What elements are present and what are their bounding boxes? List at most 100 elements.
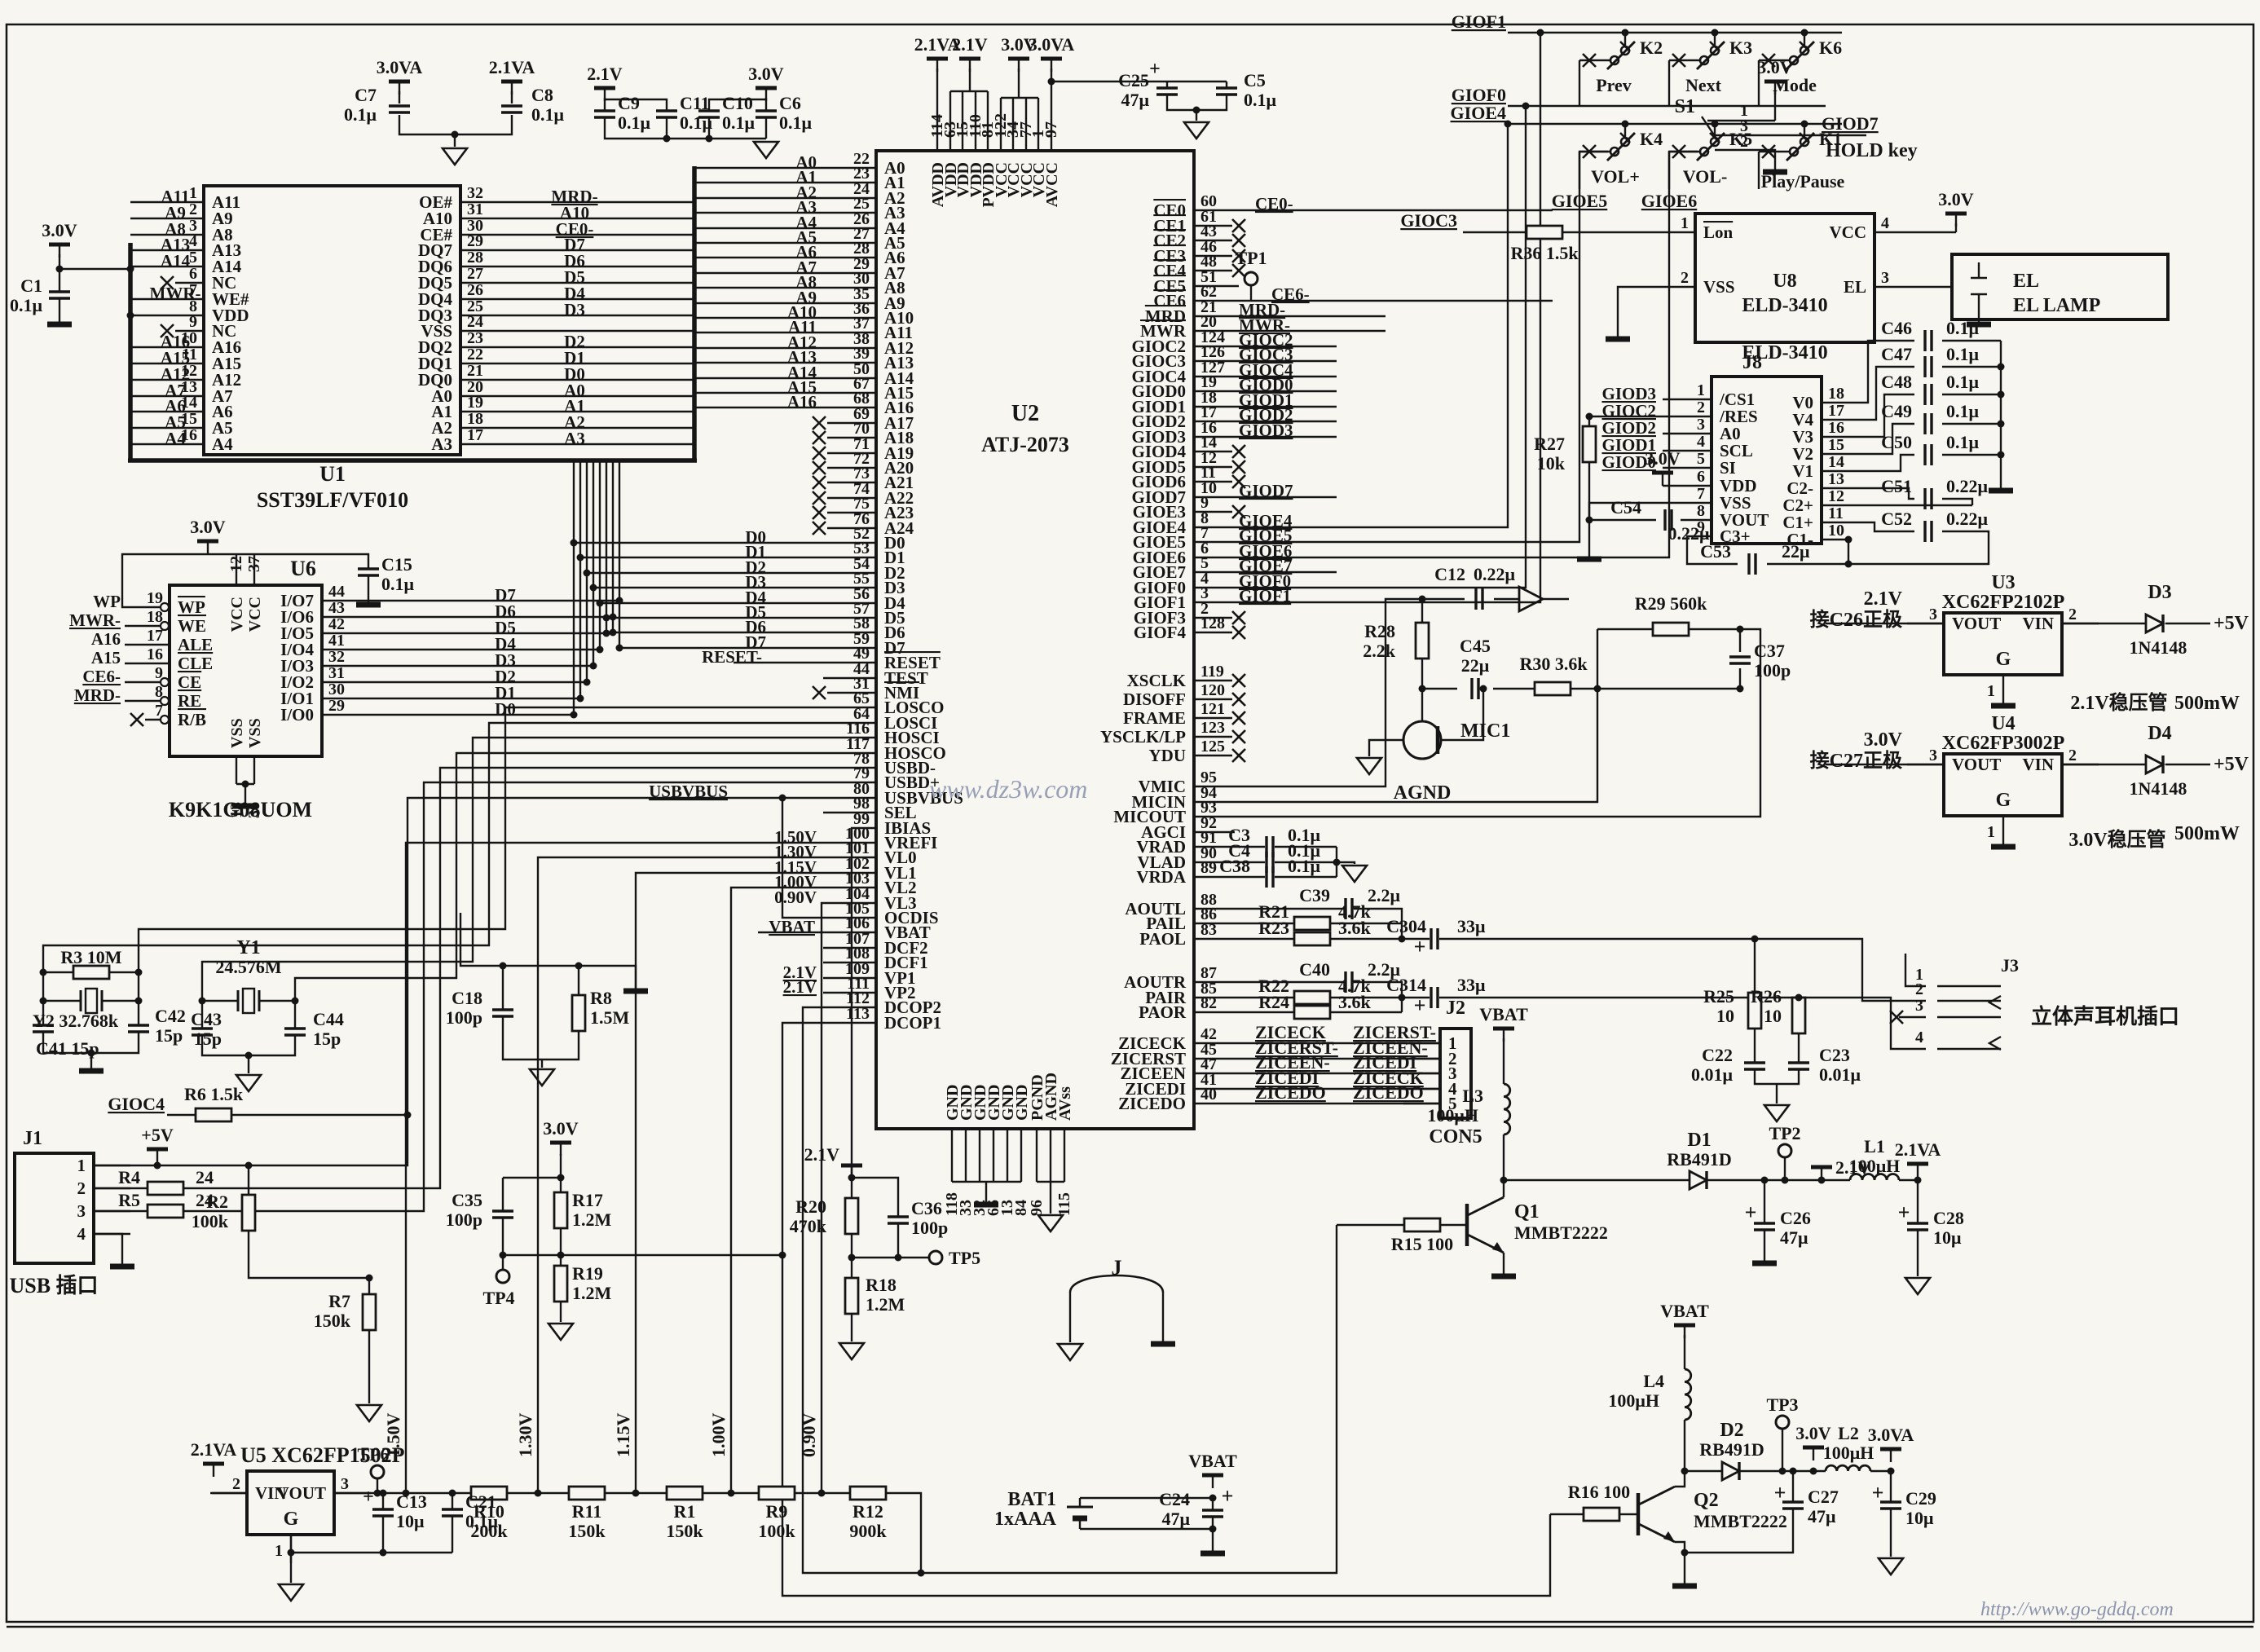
power-flag-2.1VA: 2.1VA xyxy=(191,1439,236,1477)
diode-D3 xyxy=(2144,612,2166,635)
capacitor-C54 xyxy=(1663,509,1673,531)
svg-text:LOSCO: LOSCO xyxy=(884,698,945,717)
svg-text:3: 3 xyxy=(341,1475,349,1493)
ground-triangle-icon xyxy=(527,1068,557,1088)
svg-text:CON5: CON5 xyxy=(1429,1126,1482,1148)
svg-text:VIN: VIN xyxy=(2022,755,2054,774)
svg-text:A16: A16 xyxy=(91,629,121,649)
svg-text:VBAT: VBAT xyxy=(769,917,815,936)
svg-text:10: 10 xyxy=(1716,1006,1734,1026)
svg-text:VDD: VDD xyxy=(942,162,960,197)
svg-text:GIOF3: GIOF3 xyxy=(1134,608,1186,628)
svg-text:GIOC4: GIOC4 xyxy=(1239,360,1293,380)
svg-text:R28: R28 xyxy=(1364,621,1395,641)
svg-text:77: 77 xyxy=(1017,121,1035,138)
svg-text:NMI: NMI xyxy=(884,683,919,703)
resistor-R2 xyxy=(240,1193,257,1232)
svg-text:A6: A6 xyxy=(165,396,186,416)
svg-text:A12: A12 xyxy=(787,333,817,352)
svg-text:NC: NC xyxy=(212,273,236,293)
svg-text:1.50V: 1.50V xyxy=(774,827,817,847)
resistor-R27 xyxy=(1581,425,1597,464)
svg-text:0.1μ: 0.1μ xyxy=(779,112,813,133)
svg-text:A1: A1 xyxy=(564,396,585,416)
svg-text:+5V: +5V xyxy=(141,1125,174,1145)
svg-text:GIOE6: GIOE6 xyxy=(1133,548,1186,567)
svg-text:4.7k: 4.7k xyxy=(1338,901,1372,922)
svg-text:CE2: CE2 xyxy=(1153,231,1186,250)
svg-text:A14: A14 xyxy=(884,368,914,388)
svg-text:3.0V: 3.0V xyxy=(1645,448,1681,469)
svg-text:A1: A1 xyxy=(795,167,817,187)
svg-text:A5: A5 xyxy=(212,418,233,438)
svg-text:VL1: VL1 xyxy=(884,863,917,883)
svg-text:4: 4 xyxy=(1881,214,1889,232)
svg-text:D0: D0 xyxy=(495,699,516,719)
svg-text:GIOF0: GIOF0 xyxy=(1134,578,1186,597)
svg-text:GIOC4: GIOC4 xyxy=(108,1094,165,1114)
svg-text:3: 3 xyxy=(77,1201,86,1221)
capacitor-C38 xyxy=(1265,866,1275,888)
svg-text:I/O1: I/O1 xyxy=(280,689,314,708)
svg-text:A7: A7 xyxy=(795,258,817,277)
svg-text:0.1μ: 0.1μ xyxy=(1946,432,1980,452)
svg-text:150k: 150k xyxy=(568,1521,606,1541)
svg-text:A4: A4 xyxy=(212,434,233,454)
svg-text:D4: D4 xyxy=(745,588,766,607)
key-K5 xyxy=(1669,124,1726,162)
resistor-R19 xyxy=(553,1264,569,1303)
svg-text:33μ: 33μ xyxy=(1457,916,1486,936)
power-flag-2.1VA: 2.1VA xyxy=(489,57,535,95)
key-K1 xyxy=(1759,124,1816,162)
svg-text:200k: 200k xyxy=(470,1521,508,1541)
svg-text:GND: GND xyxy=(999,1085,1017,1121)
svg-text:2.1V: 2.1V xyxy=(1835,1157,1871,1178)
svg-text:1.2M: 1.2M xyxy=(572,1209,612,1230)
svg-text:R6 1.5k: R6 1.5k xyxy=(184,1084,244,1104)
svg-text:C27: C27 xyxy=(1808,1487,1839,1507)
svg-text:103: 103 xyxy=(845,870,870,888)
svg-text:68: 68 xyxy=(853,390,870,407)
svg-text:K6: K6 xyxy=(1819,37,1842,58)
ground-triangle-icon xyxy=(355,1403,384,1424)
capacitor-C11 xyxy=(656,109,677,119)
svg-text:2.1V: 2.1V xyxy=(783,977,817,997)
svg-text:2: 2 xyxy=(232,1475,240,1493)
svg-text:1: 1 xyxy=(1448,1033,1457,1053)
svg-text:61: 61 xyxy=(1200,208,1217,226)
svg-text:3.6k: 3.6k xyxy=(1338,918,1372,938)
svg-text:44: 44 xyxy=(328,583,345,601)
svg-text:A12: A12 xyxy=(161,364,190,384)
svg-text:15: 15 xyxy=(1828,436,1844,454)
svg-text:A16: A16 xyxy=(884,398,914,417)
capacitors xyxy=(33,86,1933,1518)
svg-text:C52: C52 xyxy=(1881,509,1912,529)
ground-triangle-icon xyxy=(234,1073,263,1094)
svg-text:3.0V稳压管: 3.0V稳压管 xyxy=(2068,828,2165,851)
svg-text:85: 85 xyxy=(1200,980,1217,998)
svg-text:DQ4: DQ4 xyxy=(418,289,453,309)
svg-text:A11: A11 xyxy=(884,323,913,342)
svg-text:V3: V3 xyxy=(1792,427,1813,447)
svg-text:R9: R9 xyxy=(766,1501,788,1522)
svg-text:R15 100: R15 100 xyxy=(1391,1234,1453,1254)
svg-text:3.0V: 3.0V xyxy=(543,1118,579,1139)
svg-text:VDD: VDD xyxy=(1720,476,1757,496)
svg-text:VBAT: VBAT xyxy=(1660,1301,1709,1321)
svg-text:PAOR: PAOR xyxy=(1139,1002,1187,1022)
svg-text:C48: C48 xyxy=(1881,372,1912,392)
svg-text:D4: D4 xyxy=(564,284,585,303)
svg-text:A16: A16 xyxy=(161,332,190,351)
power-flag-3.0V: 3.0V xyxy=(1757,57,1793,95)
resistor-R36 xyxy=(1525,224,1564,240)
transistor-Q2 xyxy=(1636,1485,1676,1544)
svg-text:A18: A18 xyxy=(884,428,914,447)
svg-text:A8: A8 xyxy=(884,278,905,297)
capacitor-C6 xyxy=(756,109,777,119)
svg-text:10μ: 10μ xyxy=(1933,1227,1962,1248)
svg-text:+5V: +5V xyxy=(2214,613,2249,634)
svg-text:R10: R10 xyxy=(474,1501,504,1522)
svg-text:24: 24 xyxy=(853,180,870,198)
